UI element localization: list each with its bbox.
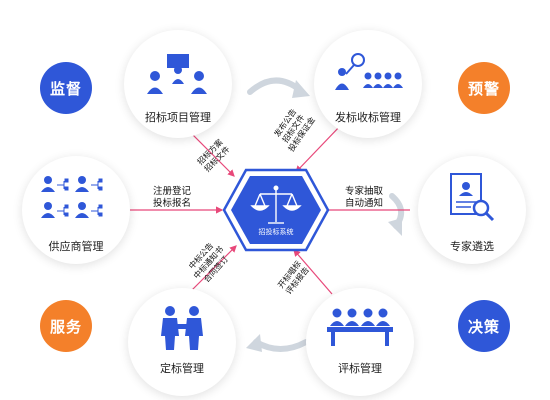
edge-right-line1: 专家抽取 <box>344 186 383 197</box>
presenter-crowd-icon <box>335 53 403 90</box>
node-label-award-mgmt: 定标管理 <box>160 362 204 375</box>
edge-right-line2: 自动通知 <box>344 198 383 209</box>
scales-icon <box>250 185 302 224</box>
flow-arrow-bottom <box>253 339 309 352</box>
node-label-expert-select: 专家遴选 <box>450 240 494 253</box>
edge-left-line2: 投标报名 <box>152 198 191 209</box>
arrow-from-top-right <box>295 123 343 173</box>
node-label-issue-mgmt: 发标收标管理 <box>335 111 401 124</box>
flow-arrow-top <box>247 77 303 95</box>
meeting-people-icon <box>147 54 207 94</box>
node-supplier-mgmt <box>22 156 130 264</box>
supplier-network-icon <box>41 176 103 218</box>
arrow-from-bottom-right <box>293 249 333 295</box>
evaluation-panel-icon <box>327 308 393 346</box>
edge-left-line1: 注册登记 <box>152 186 191 197</box>
edge-label-right: 专家抽取 自动通知 <box>332 186 396 210</box>
node-evaluation-mgmt <box>306 288 414 396</box>
node-label-supplier-mgmt: 供应商管理 <box>48 240 104 253</box>
corner-supervision: 监督 <box>40 62 92 114</box>
center-label: 招投标系统 <box>258 228 294 236</box>
handshake-people-icon <box>161 306 203 350</box>
flow-arrow-right-head <box>388 218 402 236</box>
flow-arrow-top-head <box>292 80 310 98</box>
node-award-mgmt <box>128 288 236 396</box>
node-label-project-mgmt: 招标项目管理 <box>145 111 211 124</box>
flow-arrow-bottom-head <box>246 334 262 352</box>
corner-warning: 预警 <box>458 62 510 114</box>
corner-service: 服务 <box>40 300 92 352</box>
arrow-from-bottom-left <box>185 245 237 297</box>
edge-label-left: 注册登记 投标报名 <box>140 186 204 210</box>
node-label-evaluation-mgmt: 评标管理 <box>338 362 382 375</box>
resume-search-icon <box>450 173 495 222</box>
corner-decision: 决策 <box>458 300 510 352</box>
